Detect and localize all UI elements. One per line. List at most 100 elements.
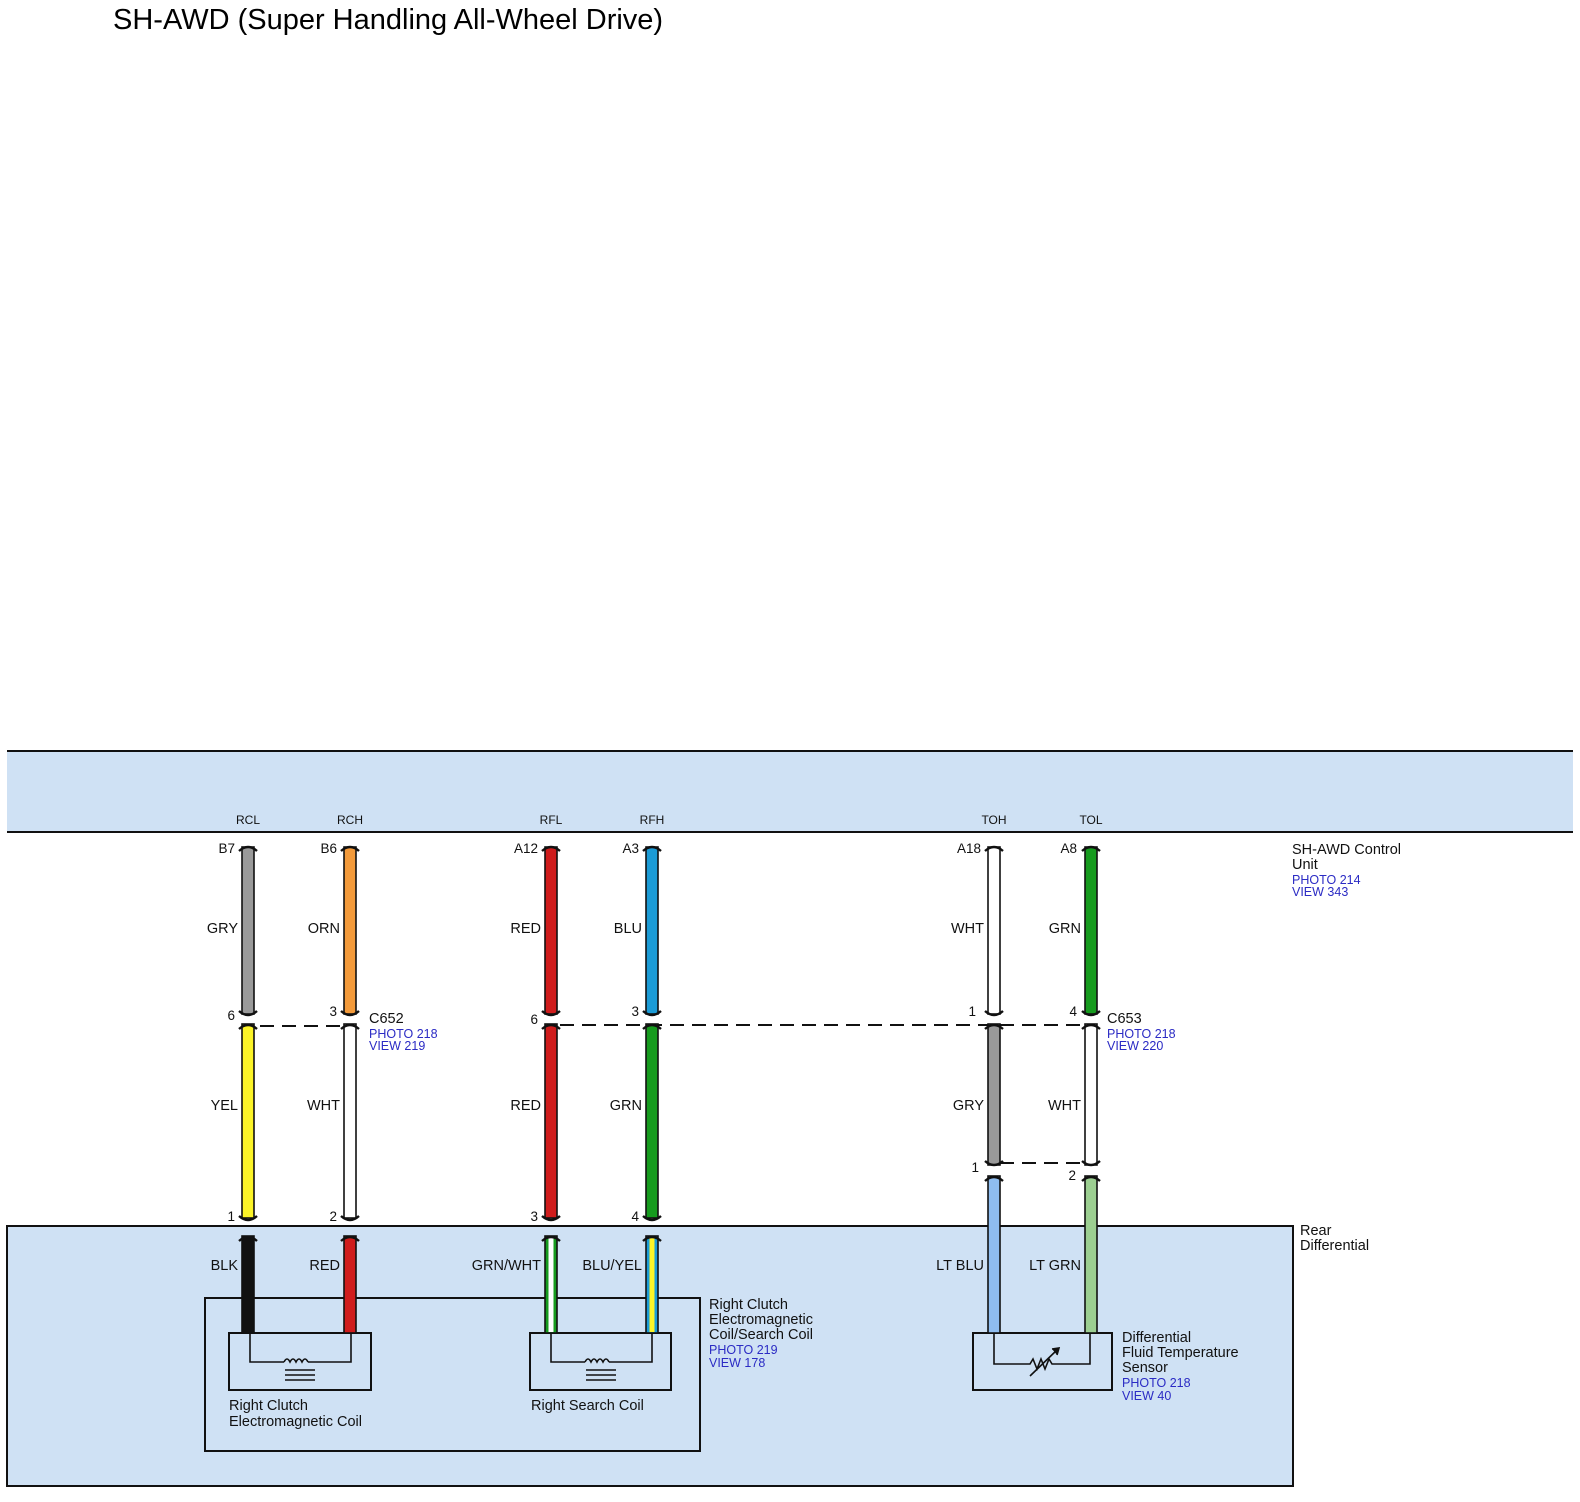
terminal-mark [340,845,360,852]
signal-name: RCH [337,813,363,827]
wire-color-label: ORN [308,921,340,937]
coil-assembly-box [204,1297,701,1452]
terminal-mark [984,845,1004,852]
connector-photo-ref: PHOTO 218 [369,1027,438,1041]
signal-name: RFH [640,813,665,827]
wire-color-label: GRN/WHT [472,1258,541,1274]
wire-segment [1084,1023,1098,1166]
wire-color-label: GRY [953,1098,984,1114]
wire-segment [645,1023,659,1219]
wire-color-label: GRN [1049,921,1081,937]
control-unit-name: SH-AWD Control [1292,842,1401,858]
wire-color-label: RED [510,921,541,937]
pin-number: 1 [971,1160,979,1175]
control-unit-view-ref: VIEW 343 [1292,885,1348,899]
control-unit-name: Unit [1292,857,1318,873]
terminal-mark [1081,1160,1101,1167]
wire-color-label: GRY [207,921,238,937]
connector-photo-ref: PHOTO 218 [1107,1027,1176,1041]
coil-assembly-name: Coil/Search Coil [709,1327,813,1343]
terminal-mark [984,1160,1004,1167]
right-clutch-coil-name: Right Clutch [229,1398,308,1414]
terminals-layer [238,845,1101,1242]
pin-number: A3 [622,841,639,856]
wire-color-label: LT GRN [1029,1258,1081,1274]
wire-color-label: RED [510,1098,541,1114]
terminal-mark [984,1010,1004,1017]
sensor-name: Fluid Temperature [1122,1345,1239,1361]
wire-segment [987,1175,1001,1334]
sensor-name: Differential [1122,1330,1191,1346]
connector-name-c653: C653 [1107,1011,1142,1027]
pin-number: 6 [227,1008,235,1023]
pin-number: B6 [320,841,337,856]
coil-assembly-name: Electromagnetic [709,1312,813,1328]
thermistor-symbol [993,1333,1091,1377]
control-unit-panel [7,751,1573,832]
wire-color-label: RED [309,1258,340,1274]
signal-name: TOH [981,813,1006,827]
terminal-mark [1081,1010,1101,1017]
pin-number: A18 [957,841,981,856]
wire-segment [645,846,659,1015]
coil-assembly-name: Right Clutch [709,1297,788,1313]
signal-name: RCL [236,813,260,827]
wire-color-label: BLU/YEL [582,1258,642,1274]
wire-segment [544,1023,558,1219]
wire-segment [544,1235,558,1334]
wire-segment [241,846,255,1015]
terminal-mark [541,845,561,852]
wire-color-label: LT BLU [936,1258,984,1274]
page-title: SH-AWD (Super Handling All-Wheel Drive) [113,4,664,36]
wire-segment [343,846,357,1015]
wire-color-label: WHT [307,1098,340,1114]
pin-number: 4 [1069,1004,1077,1019]
wire-color-label: WHT [951,921,984,937]
wire-color-label: BLK [211,1258,239,1274]
terminal-mark [1081,845,1101,852]
pin-number: 3 [530,1209,538,1224]
terminal-mark [642,1010,662,1017]
terminal-mark [541,1235,561,1242]
right-clutch-coil-name: Electromagnetic Coil [229,1414,362,1430]
terminal-mark [340,1235,360,1242]
terminal-mark [642,845,662,852]
terminal-mark [541,1215,561,1222]
right-clutch-coil-box [228,1332,372,1391]
terminal-mark [541,1023,561,1030]
coil-assembly-photo-ref: PHOTO 219 [709,1343,778,1357]
connector-view-ref: VIEW 220 [1107,1039,1163,1053]
signal-name: RFL [540,813,563,827]
wire-segment [343,1023,357,1219]
pin-number: 2 [1068,1168,1076,1183]
pin-number: 1 [968,1004,976,1019]
rear-differential-name: Rear [1300,1223,1332,1239]
terminal-mark [984,1023,1004,1030]
terminal-mark [541,1010,561,1017]
pin-number: 3 [631,1004,639,1019]
terminal-mark [238,1023,258,1030]
search-coil-symbol [550,1333,653,1381]
terminal-mark [1081,1175,1101,1182]
wire-segment [343,1235,357,1334]
connector-name-c652: C652 [369,1011,404,1027]
pin-number: A12 [514,841,538,856]
pin-number: 6 [530,1012,538,1027]
pin-number: A8 [1060,841,1077,856]
signal-name: TOL [1079,813,1102,827]
wire-segment [1084,1175,1098,1334]
terminal-mark [340,1010,360,1017]
clutch-coil-symbol [249,1333,352,1381]
terminal-mark [642,1215,662,1222]
terminal-mark [340,1023,360,1030]
connector-view-ref: VIEW 219 [369,1039,425,1053]
coil-assembly-view-ref: VIEW 178 [709,1356,765,1370]
terminal-mark [1081,1023,1101,1030]
sensor-view-ref: VIEW 40 [1122,1389,1171,1403]
pin-number: B7 [218,841,235,856]
terminal-mark [238,845,258,852]
control-unit-photo-ref: PHOTO 214 [1292,873,1361,887]
right-search-coil-box [529,1332,672,1391]
wire-segment [1084,846,1098,1015]
